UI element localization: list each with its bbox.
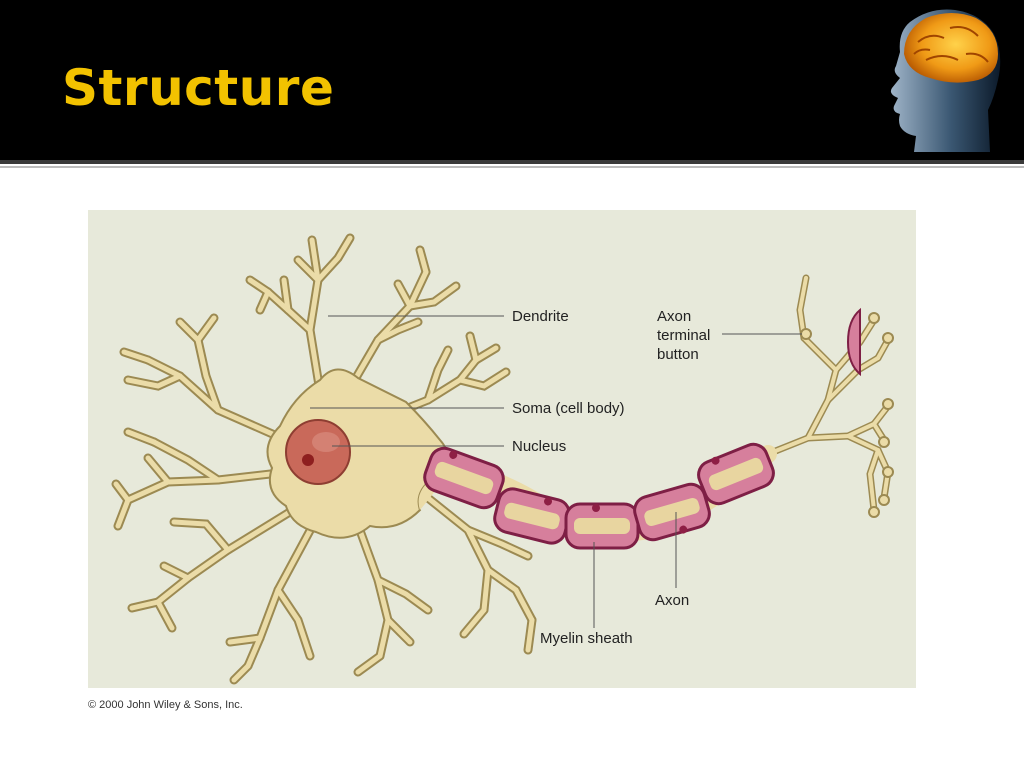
- soma-cell-body: [266, 368, 449, 539]
- slide-title: Structure: [62, 59, 335, 117]
- nucleus: [285, 419, 351, 485]
- label-axon-terminal-line-3: button: [657, 346, 699, 363]
- target-cell: [846, 307, 861, 377]
- label-soma: Soma (cell body): [512, 400, 625, 417]
- dendrite-tree-fill: [113, 235, 535, 683]
- nucleolus: [302, 454, 314, 466]
- header-bar: [0, 0, 1024, 160]
- myelin-segment: [564, 502, 640, 550]
- label-axon: Axon: [655, 592, 690, 609]
- label-nucleus: Nucleus: [512, 438, 567, 455]
- copyright-notice: © 2000 John Wiley & Sons, Inc.: [88, 699, 243, 711]
- human-head-brain-icon: [890, 9, 1001, 152]
- terminal-buttons: [800, 312, 894, 518]
- neuron-diagram: Dendrite Axon terminal button Soma (cell…: [88, 210, 916, 688]
- myelin-segment: [493, 487, 571, 545]
- label-axon-terminal-line-2: terminal: [657, 327, 711, 344]
- neuron-illustration: [111, 233, 894, 685]
- myelin-segment: [423, 446, 505, 510]
- label-axon-terminal-line-1: Axon: [657, 308, 692, 325]
- leader-lines: [310, 315, 802, 628]
- myelin-sheath: [423, 442, 775, 550]
- header-divider-thin: [0, 166, 1024, 168]
- nucleus-highlight: [312, 432, 340, 452]
- myelin-segment: [697, 442, 775, 506]
- axon-terminal-branches-fill: [766, 276, 890, 512]
- header-divider: [0, 160, 1024, 164]
- myelin-segment: [633, 482, 711, 542]
- label-myelin-sheath: Myelin sheath: [540, 630, 633, 647]
- label-dendrite: Dendrite: [512, 308, 569, 325]
